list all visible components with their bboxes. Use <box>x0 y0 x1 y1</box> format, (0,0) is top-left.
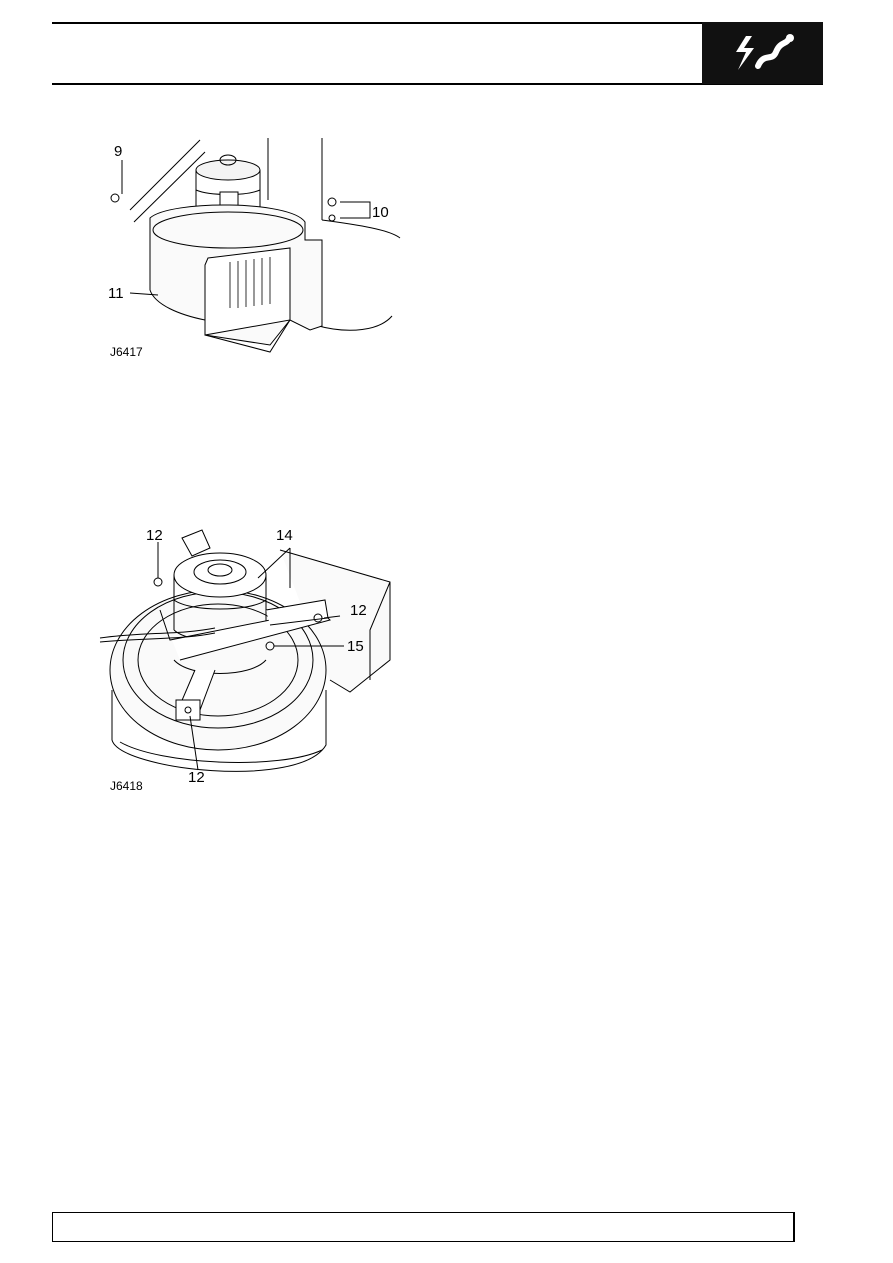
figure-blower-motor <box>99 529 391 772</box>
callout-11: 11 <box>108 285 124 302</box>
section-badge <box>702 22 823 84</box>
callout-12-top: 12 <box>146 527 163 544</box>
climate-airflow-icon <box>736 34 794 70</box>
figure-blower-housing <box>110 138 401 353</box>
header-top-rule <box>52 22 823 24</box>
footer-bar <box>52 1212 795 1242</box>
callout-12-right: 12 <box>350 602 367 619</box>
callout-10: 10 <box>372 204 389 221</box>
header-bottom-rule <box>52 83 823 85</box>
callout-14: 14 <box>276 527 293 544</box>
callout-15: 15 <box>347 638 364 655</box>
figure-code: J6418 <box>110 779 143 793</box>
callout-9: 9 <box>114 143 123 160</box>
figure-code: J6417 <box>110 345 143 359</box>
callout-12-bottom: 12 <box>188 769 205 786</box>
